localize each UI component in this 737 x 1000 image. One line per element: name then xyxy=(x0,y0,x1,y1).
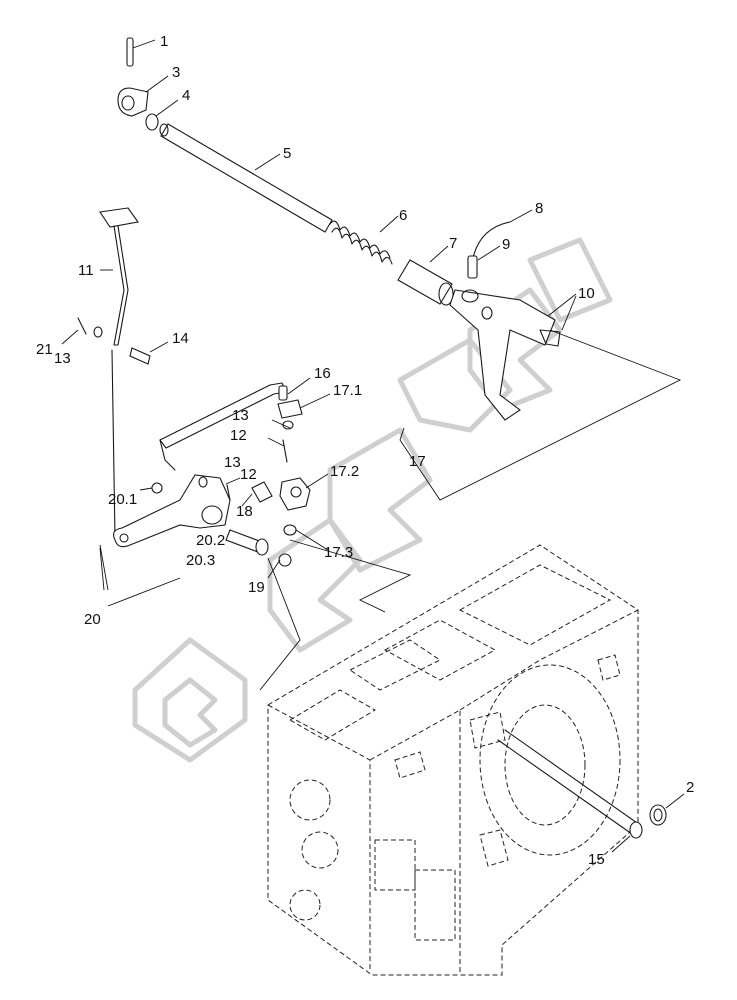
callout-17-3: 17.3 xyxy=(324,544,353,561)
callout-20-2: 20.2 xyxy=(196,532,225,549)
callout-21: 21 xyxy=(36,341,53,358)
callout-15: 15 xyxy=(588,851,605,868)
part-3-lever xyxy=(117,75,169,117)
callout-4: 4 xyxy=(182,87,190,104)
part-14-pin xyxy=(129,341,169,365)
part-7-sleeve xyxy=(397,245,454,306)
callout-16: 16 xyxy=(314,365,331,382)
callout-17-1: 17.1 xyxy=(333,382,362,399)
callout-6: 6 xyxy=(399,207,407,224)
callout-13: 13 xyxy=(232,407,249,424)
callout-9: 9 xyxy=(502,236,510,253)
part-5-shaft xyxy=(159,123,333,233)
callout-13: 13 xyxy=(224,454,241,471)
assembly-lines xyxy=(99,329,682,691)
gearbox-housing xyxy=(267,544,639,976)
callout-5: 5 xyxy=(283,145,291,162)
callout-2: 2 xyxy=(686,779,694,796)
callout-labels: 1 3 4 5 6 7 8 9 10 11 21 13 14 16 17.1 1… xyxy=(36,33,694,868)
callout-8: 8 xyxy=(535,200,543,217)
part-8-wire xyxy=(472,209,533,259)
callout-14: 14 xyxy=(172,330,189,347)
part-10-fork xyxy=(449,289,577,421)
callout-1: 1 xyxy=(160,33,168,50)
callout-17-2: 17.2 xyxy=(330,463,359,480)
callout-10: 10 xyxy=(578,285,595,302)
callout-12: 12 xyxy=(230,427,247,444)
part-11-pedal xyxy=(99,207,139,346)
part-16-17-bracket-set xyxy=(225,377,331,579)
callout-19: 19 xyxy=(248,579,265,596)
part-2-15-shaft-seal xyxy=(497,729,685,853)
callout-7: 7 xyxy=(449,235,457,252)
callout-20-3: 20.3 xyxy=(186,552,215,569)
part-1-pin xyxy=(126,37,156,67)
callout-20: 20 xyxy=(84,611,101,628)
callout-3: 3 xyxy=(172,64,180,81)
part-6-spring xyxy=(329,215,399,265)
part-9-bolt xyxy=(467,245,501,279)
callout-12: 12 xyxy=(240,466,257,483)
callout-18: 18 xyxy=(236,503,253,520)
watermark-logo xyxy=(132,237,613,763)
callout-17: 17 xyxy=(409,453,426,470)
part-4-washer xyxy=(145,99,179,131)
callout-11: 11 xyxy=(78,262,94,279)
callout-13: 13 xyxy=(54,350,71,367)
callout-20-1: 20.1 xyxy=(108,491,137,508)
part-13-21-washer-cotter xyxy=(61,317,103,345)
